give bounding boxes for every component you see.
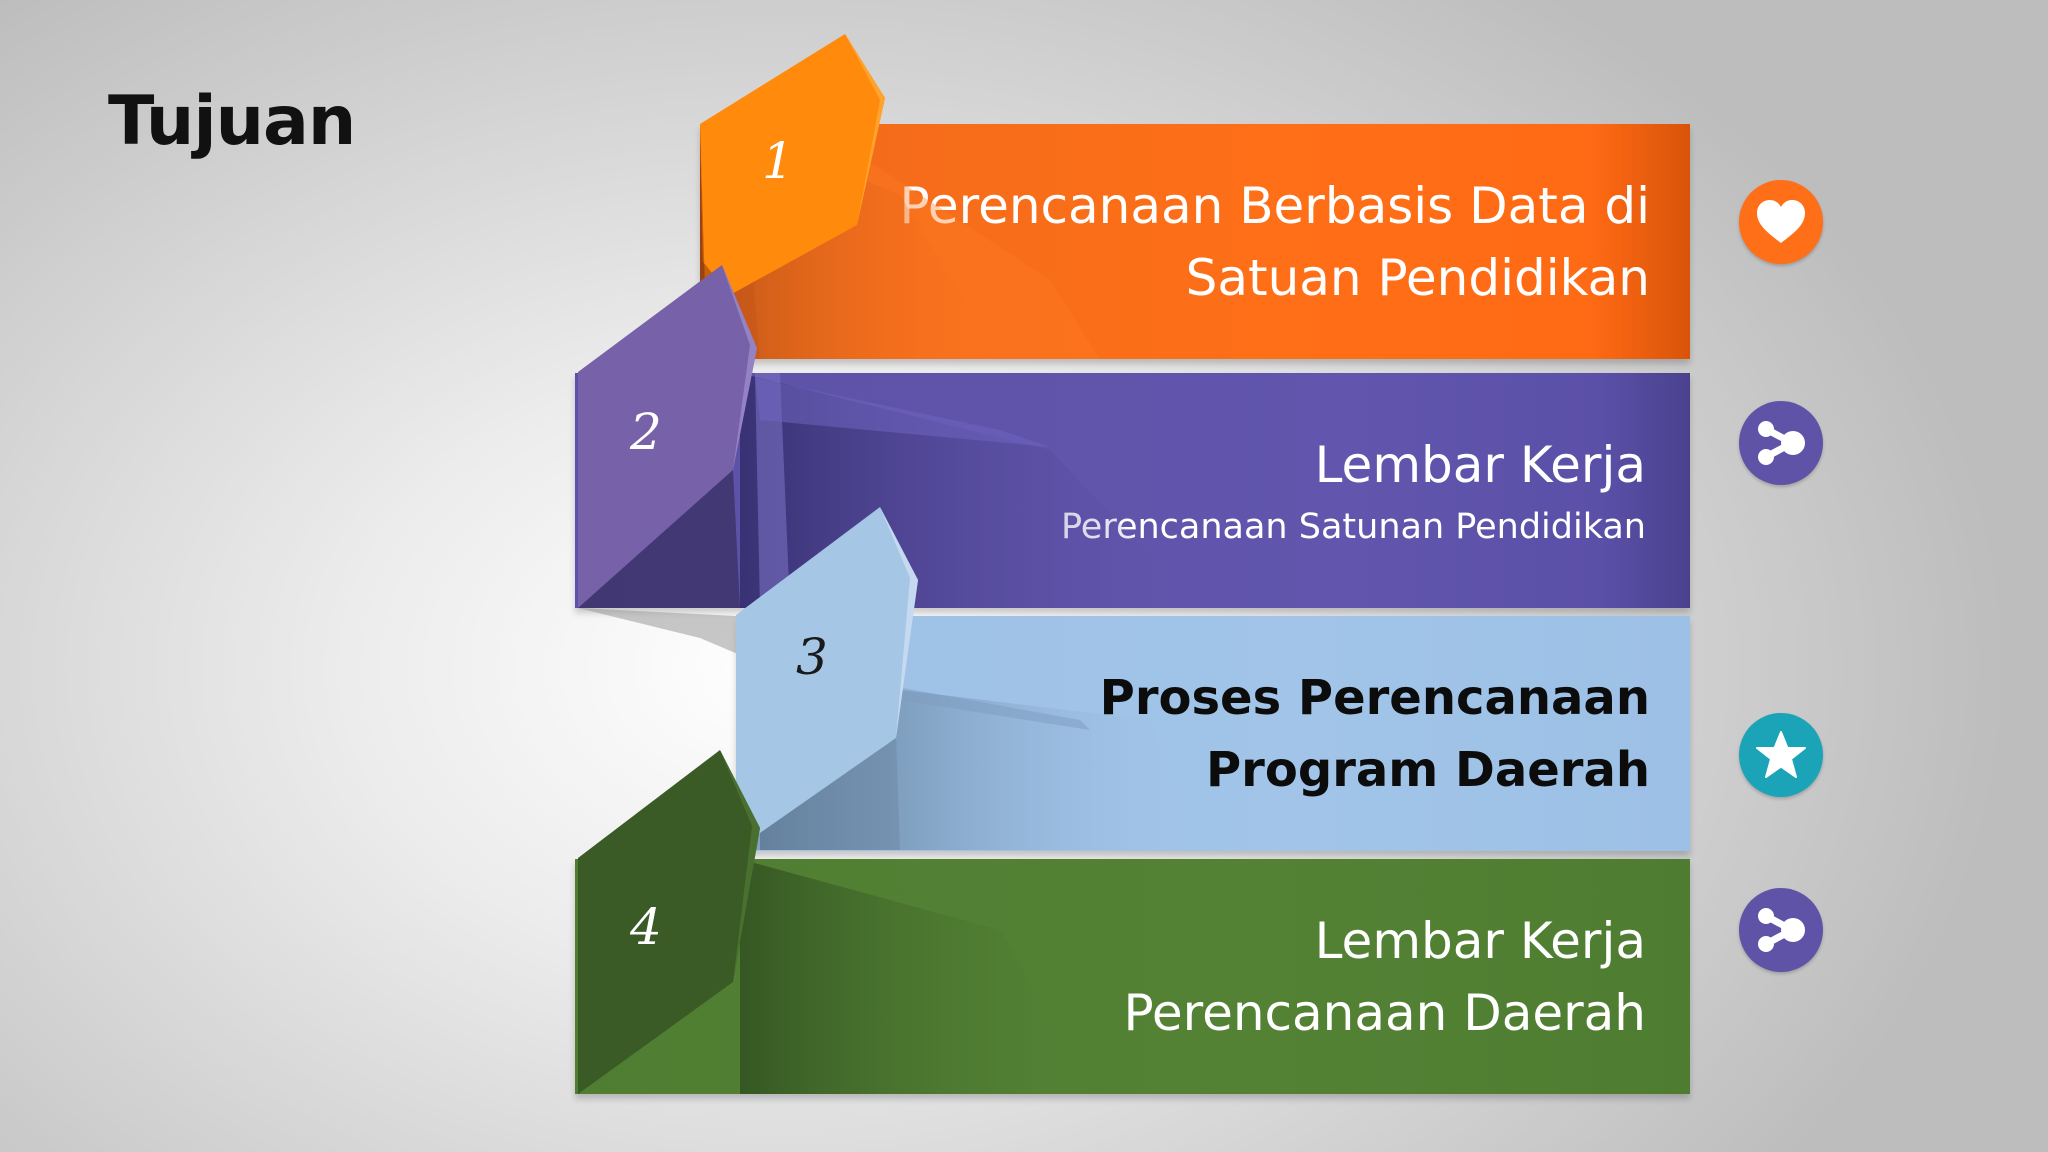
- step-2-tab: [578, 265, 757, 655]
- share-icon: [1739, 888, 1823, 972]
- step-4-fold: [740, 859, 1100, 1094]
- step-1-number: 1: [762, 132, 794, 190]
- star-icon: [1739, 713, 1823, 797]
- slide-title: Tujuan: [108, 82, 356, 161]
- step-3-tab: [736, 507, 918, 850]
- step-2-number: 2: [630, 403, 662, 461]
- step-2-subheading: Perencanaan Satunan Pendidikan: [1060, 506, 1646, 547]
- step-4-line-2: Perencanaan Daerah: [1123, 983, 1646, 1042]
- step-3-line-1: Proses Perencanaan: [1099, 669, 1650, 726]
- step-3-number: 3: [796, 628, 828, 686]
- step-3-line-2: Program Daerah: [1206, 741, 1650, 798]
- step-1-line-1: Perencanaan Berbasis Data di: [899, 176, 1650, 235]
- share-icon: [1739, 401, 1823, 485]
- step-1-line-2: Satuan Pendidikan: [1185, 248, 1650, 307]
- step-4-number: 4: [630, 898, 662, 956]
- step-4-line-1: Lembar Kerja: [1314, 911, 1646, 970]
- heart-icon: [1739, 180, 1823, 264]
- step-1-tab: [700, 34, 885, 295]
- step-2-heading: Lembar Kerja: [1314, 435, 1646, 494]
- step-4-tab: [578, 750, 760, 1094]
